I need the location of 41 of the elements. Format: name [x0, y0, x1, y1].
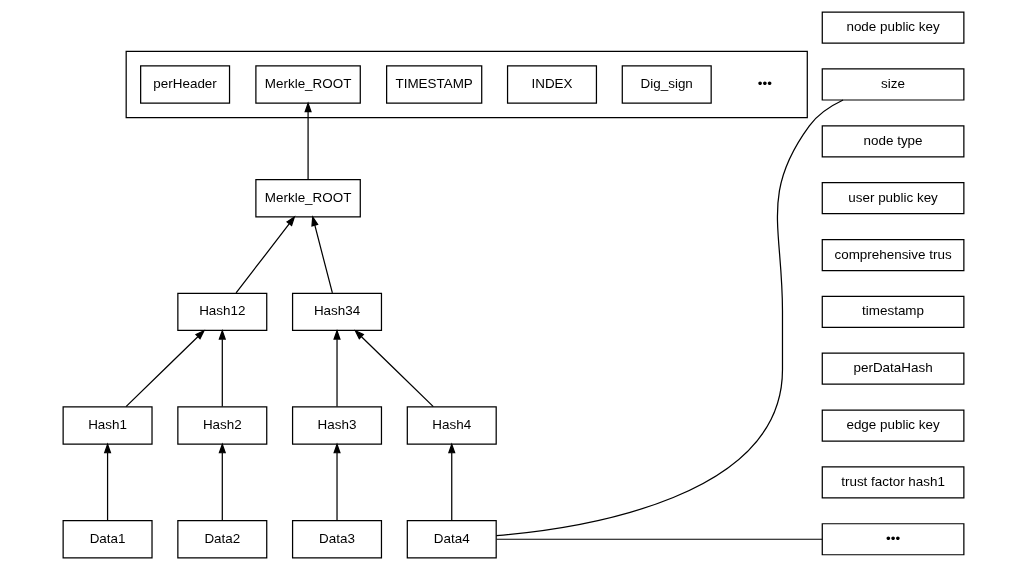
- arrow: [235, 215, 296, 294]
- node-box: timestamp: [821, 295, 965, 328]
- arrow: [333, 328, 341, 408]
- connector: [495, 99, 844, 537]
- node-box: Hash34: [291, 292, 383, 332]
- node-box: Data1: [62, 520, 153, 559]
- connector: [495, 538, 823, 540]
- node-box: Merkle_ROOT: [255, 65, 361, 104]
- arrow: [218, 442, 227, 521]
- node-box: •••: [821, 523, 965, 556]
- node-box: Dig_sign: [621, 65, 712, 104]
- arrow: [447, 442, 456, 521]
- node-box: Hash2: [177, 406, 268, 445]
- node-box: Data3: [291, 520, 383, 559]
- node-box: trust factor hash1: [821, 466, 965, 499]
- node-box: Hash1: [62, 406, 153, 445]
- node-box: node type: [821, 125, 965, 158]
- node-box: Hash4: [406, 406, 497, 445]
- node-box: perDataHash: [821, 352, 965, 385]
- node-box: Data4: [406, 520, 497, 559]
- node-box: size: [821, 68, 965, 101]
- cluster: [125, 50, 808, 119]
- node-box: INDEX: [506, 65, 598, 104]
- node-box: Data2: [177, 520, 268, 559]
- node-box: comprehensive trus: [821, 238, 965, 272]
- arrow: [304, 101, 312, 180]
- arrow: [354, 329, 434, 408]
- node-box: user public key: [821, 182, 965, 215]
- node-box: Hash12: [177, 292, 268, 332]
- arrow: [125, 329, 206, 408]
- arrow: [218, 328, 227, 408]
- arrow: [103, 442, 112, 521]
- node-box: Hash3: [291, 406, 383, 445]
- node-box: edge public key: [821, 409, 965, 442]
- arrow: [311, 215, 333, 294]
- node-box: TIMESTAMP: [386, 65, 483, 104]
- node-box: Merkle_ROOT: [255, 178, 361, 218]
- arrow: [333, 442, 341, 521]
- label: •••: [757, 76, 772, 92]
- node-box: perHeader: [140, 65, 231, 104]
- node-box: node public key: [821, 11, 965, 44]
